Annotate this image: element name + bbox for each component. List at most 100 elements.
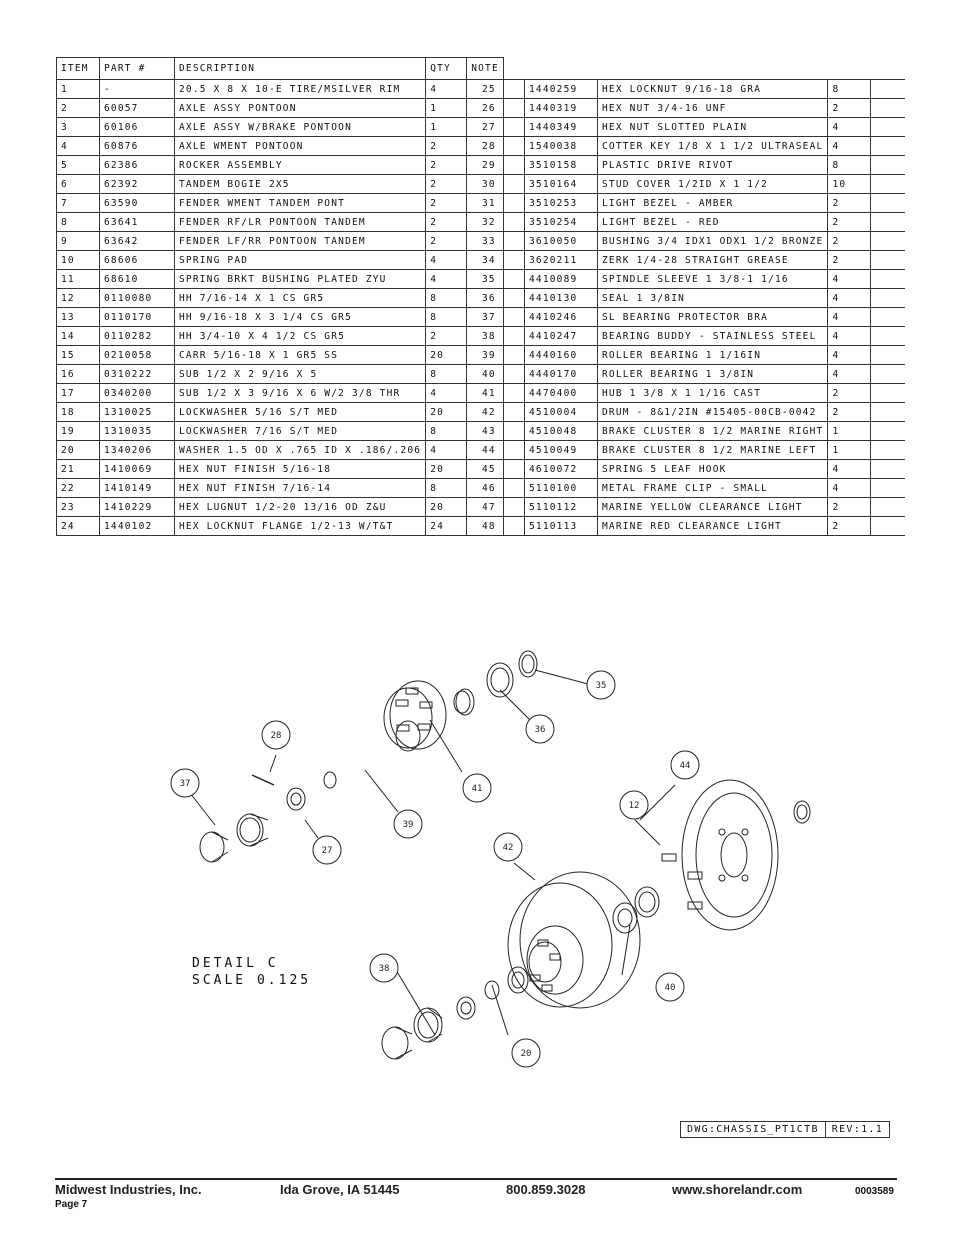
header-note: NOTE [466, 57, 504, 80]
cell-part: 4410247 [524, 326, 598, 346]
cell-part: 1340206 [99, 440, 175, 460]
cell-part: 4440160 [524, 345, 598, 365]
cell-item: 22 [56, 478, 100, 498]
cell-description: HH 9/16-18 X 3 1/4 CS GR5 [173, 307, 427, 327]
cell-qty: 8 [425, 421, 468, 441]
cell-qty: 2 [425, 326, 468, 346]
cell-qty: 2 [827, 193, 872, 213]
cell-qty: 1 [827, 421, 872, 441]
cell-item: 3 [56, 117, 100, 137]
cell-item: 1 [56, 79, 100, 99]
cell-description: SPRING PAD [173, 250, 427, 270]
cell-part: 68610 [99, 269, 175, 289]
cell-item: 11 [56, 269, 100, 289]
svg-text:27: 27 [322, 846, 333, 856]
cell-qty: 24 [425, 516, 468, 536]
footer-website: www.shorelandr.com [672, 1182, 803, 1197]
svg-text:28: 28 [271, 731, 282, 741]
cell-note [870, 288, 906, 308]
cell-qty: 4 [425, 383, 468, 403]
cell-description: METAL FRAME CLIP - SMALL [596, 478, 829, 498]
cell-part: 1410069 [99, 459, 175, 479]
cell-part: 3610050 [524, 231, 598, 251]
cell-part: 4610072 [524, 459, 598, 479]
callout-40: 40 [655, 972, 685, 1002]
cell-description: SEAL 1 3/8IN [596, 288, 829, 308]
cell-note [870, 478, 906, 498]
cell-description: WASHER 1.5 OD X .765 ID X .186/.206 [173, 440, 427, 460]
callout-28: 28 [261, 720, 291, 750]
cell-note [870, 326, 906, 346]
grease-cap [793, 800, 811, 824]
cell-description: PLASTIC DRIVE RIVOT [596, 155, 829, 175]
cell-item: 5 [56, 155, 100, 175]
cell-item: 27 [478, 117, 525, 137]
cell-item: 17 [56, 383, 100, 403]
cell-qty: 2 [425, 155, 468, 175]
footer-phone: 800.859.3028 [506, 1182, 586, 1197]
cell-description: AXLE WMENT PONTOON [173, 136, 427, 156]
cell-qty: 4 [827, 326, 872, 346]
cell-part: 4510048 [524, 421, 598, 441]
cell-part: 3510164 [524, 174, 598, 194]
cell-item: 25 [478, 79, 525, 99]
cell-description: LIGHT BEZEL - RED [596, 212, 829, 232]
cell-description: BUSHING 3/4 IDX1 ODX1 1/2 BRONZE [596, 231, 829, 251]
cell-description: SPRING BRKT BUSHING PLATED ZYU [173, 269, 427, 289]
callout-20: 20 [511, 1038, 541, 1068]
cell-note [870, 516, 906, 536]
cell-part: 4410130 [524, 288, 598, 308]
svg-text:37: 37 [180, 779, 191, 789]
callout-35: 35 [586, 670, 616, 700]
footer-company: Midwest Industries, Inc. [55, 1182, 202, 1197]
hub [383, 680, 447, 752]
cell-item: 40 [478, 364, 525, 384]
exploded-hub-drawing: 35 36 28 41 37 39 27 44 12 42 40 38 [170, 650, 811, 1068]
cell-note [870, 231, 906, 251]
cell-part: 5110100 [524, 478, 598, 498]
cell-qty: 4 [827, 117, 872, 137]
bolts [661, 853, 703, 910]
cell-part: 0340200 [99, 383, 175, 403]
cell-note [870, 193, 906, 213]
cell-qty: 8 [425, 307, 468, 327]
cell-item: 10 [56, 250, 100, 270]
callout-44: 44 [670, 750, 700, 780]
roller-bearing-large [612, 886, 660, 934]
cell-note [870, 98, 906, 118]
svg-text:35: 35 [596, 681, 607, 691]
cell-note [870, 174, 906, 194]
cell-qty: 2 [827, 402, 872, 422]
callout-37: 37 [170, 768, 200, 798]
svg-text:42: 42 [503, 843, 514, 853]
header-qty: QTY [425, 57, 468, 80]
cell-qty: 4 [425, 79, 468, 99]
cell-item: 15 [56, 345, 100, 365]
svg-text:41: 41 [472, 784, 483, 794]
callout-12: 12 [619, 790, 649, 820]
drawing-number: DWG:CHASSIS_PT1CTB [687, 1124, 819, 1135]
washer-small [484, 980, 500, 1000]
cell-item: 30 [478, 174, 525, 194]
cell-qty: 4 [827, 307, 872, 327]
brake-drum [507, 871, 641, 1009]
cell-item: 14 [56, 326, 100, 346]
cell-part: 0110080 [99, 288, 175, 308]
cell-item: 34 [478, 250, 525, 270]
